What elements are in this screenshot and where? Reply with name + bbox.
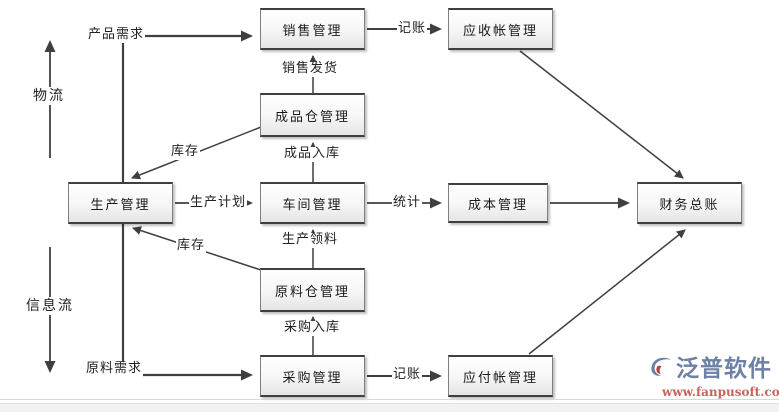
node-label: 成本管理: [467, 197, 528, 213]
edge-label-production-picking: 生产领料: [281, 232, 340, 248]
node-label: 应付帐管理: [462, 370, 538, 386]
node-label: 成品仓管理: [274, 109, 350, 125]
node-production-management: 生产管理: [68, 182, 173, 224]
edge-payable-to-ledger: [528, 229, 686, 355]
node-general-ledger: 财务总账: [637, 182, 742, 224]
edge-label-stock-upper: 库存: [170, 144, 201, 160]
edge-receivable-to-ledger: [519, 50, 684, 179]
node-label: 财务总账: [659, 197, 720, 213]
node-label: 生产管理: [90, 197, 151, 213]
edge-label-stock-lower: 库存: [176, 238, 207, 254]
edge-label-production-plan: 生产计划: [189, 195, 248, 211]
logistics-flow-label: 物流: [32, 87, 66, 106]
node-sales-management: 销售管理: [260, 8, 365, 50]
node-label: 采购管理: [282, 370, 343, 386]
edge-production-to-sales: [121, 30, 253, 182]
page-divider-line: [0, 399, 779, 400]
fanpu-url-text: www.fanpusoft.com: [662, 385, 779, 399]
edge-label-bookkeeping-bottom: 记账: [392, 367, 423, 383]
node-fg-warehouse-management: 成品仓管理: [260, 93, 365, 137]
node-purchase-management: 采购管理: [260, 355, 365, 397]
node-label: 原料仓管理: [274, 284, 350, 300]
page-footer-strip: [0, 403, 779, 412]
node-payable-management: 应付帐管理: [448, 355, 553, 397]
edge-label-material-demand: 原料需求: [85, 361, 144, 377]
fanpu-brand-text: 泛普软件: [676, 355, 772, 382]
edge-label-product-demand: 产品需求: [87, 27, 146, 43]
node-receivable-management: 应收帐管理: [448, 8, 553, 50]
node-label: 销售管理: [282, 23, 343, 39]
edge-label-purchase-inbound: 采购入库: [283, 320, 342, 336]
node-cost-management: 成本管理: [448, 183, 548, 223]
node-label: 车间管理: [282, 197, 343, 213]
node-rm-warehouse-management: 原料仓管理: [260, 268, 365, 312]
fanpu-watermark: 泛普软件 www.fanpusoft.com: [648, 354, 779, 399]
edge-label-statistics: 统计: [392, 195, 423, 211]
node-workshop-management: 车间管理: [260, 182, 365, 224]
information-flow-label: 信息流: [25, 297, 75, 316]
edge-label-sales-delivery: 销售发货: [281, 61, 340, 77]
edge-label-bookkeeping-top: 记账: [397, 21, 428, 37]
edge-label-fg-inbound: 成品入库: [283, 146, 342, 162]
node-label: 应收帐管理: [462, 23, 538, 39]
fanpu-logo-icon: [648, 354, 674, 384]
